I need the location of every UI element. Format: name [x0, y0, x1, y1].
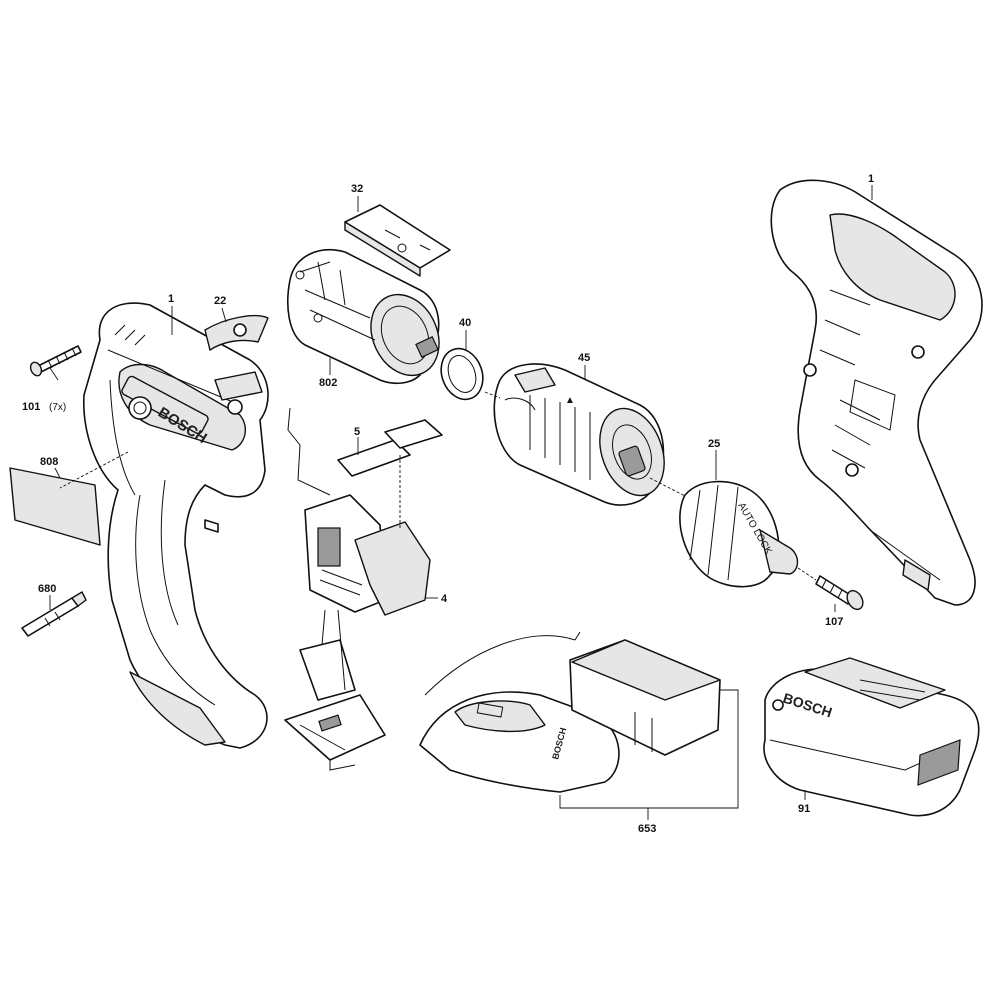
battery-91: BOSCH [763, 657, 980, 817]
switch-contact-32 [344, 204, 451, 277]
label-4: 4 [441, 593, 448, 605]
part-number-labels: 32 1 22 1 40 45 802 101 (7x) 5 808 25 68… [22, 173, 874, 835]
chuck-25: AUTO LOCK [679, 480, 799, 588]
label-680: 680 [38, 583, 56, 595]
label-45: 45 [578, 352, 590, 364]
label-107: 107 [825, 616, 843, 628]
label-91: 91 [798, 803, 810, 815]
switch-4 [284, 494, 431, 771]
motor-802 [287, 249, 440, 385]
gearbox-arrow-mark: ▲ [565, 395, 575, 406]
housing-right-half [770, 179, 983, 606]
ring-40 [440, 347, 484, 401]
label-25: 25 [708, 438, 720, 450]
charger-653: BOSCH [419, 631, 721, 793]
label-1-right: 1 [868, 173, 874, 185]
label-22: 22 [214, 295, 226, 307]
label-101: 101 [22, 401, 40, 413]
label-653: 653 [638, 823, 656, 835]
label-plate-808 [9, 467, 101, 546]
label-808: 808 [40, 456, 58, 468]
label-101-quantity: (7x) [49, 402, 66, 413]
label-802: 802 [319, 377, 337, 389]
label-40: 40 [459, 317, 471, 329]
label-1-left: 1 [168, 293, 174, 305]
screwdriver-bit-680 [21, 591, 87, 637]
gearbox-45: ▲ [493, 363, 665, 506]
cover-22 [204, 315, 269, 351]
housing-left-half: BOSCH [83, 302, 269, 749]
label-5: 5 [354, 426, 360, 438]
label-32: 32 [351, 183, 363, 195]
leader-lines [49, 185, 873, 820]
trigger-actuator-5 [287, 407, 443, 496]
screw-101 [29, 345, 82, 377]
screw-107 [815, 575, 864, 611]
